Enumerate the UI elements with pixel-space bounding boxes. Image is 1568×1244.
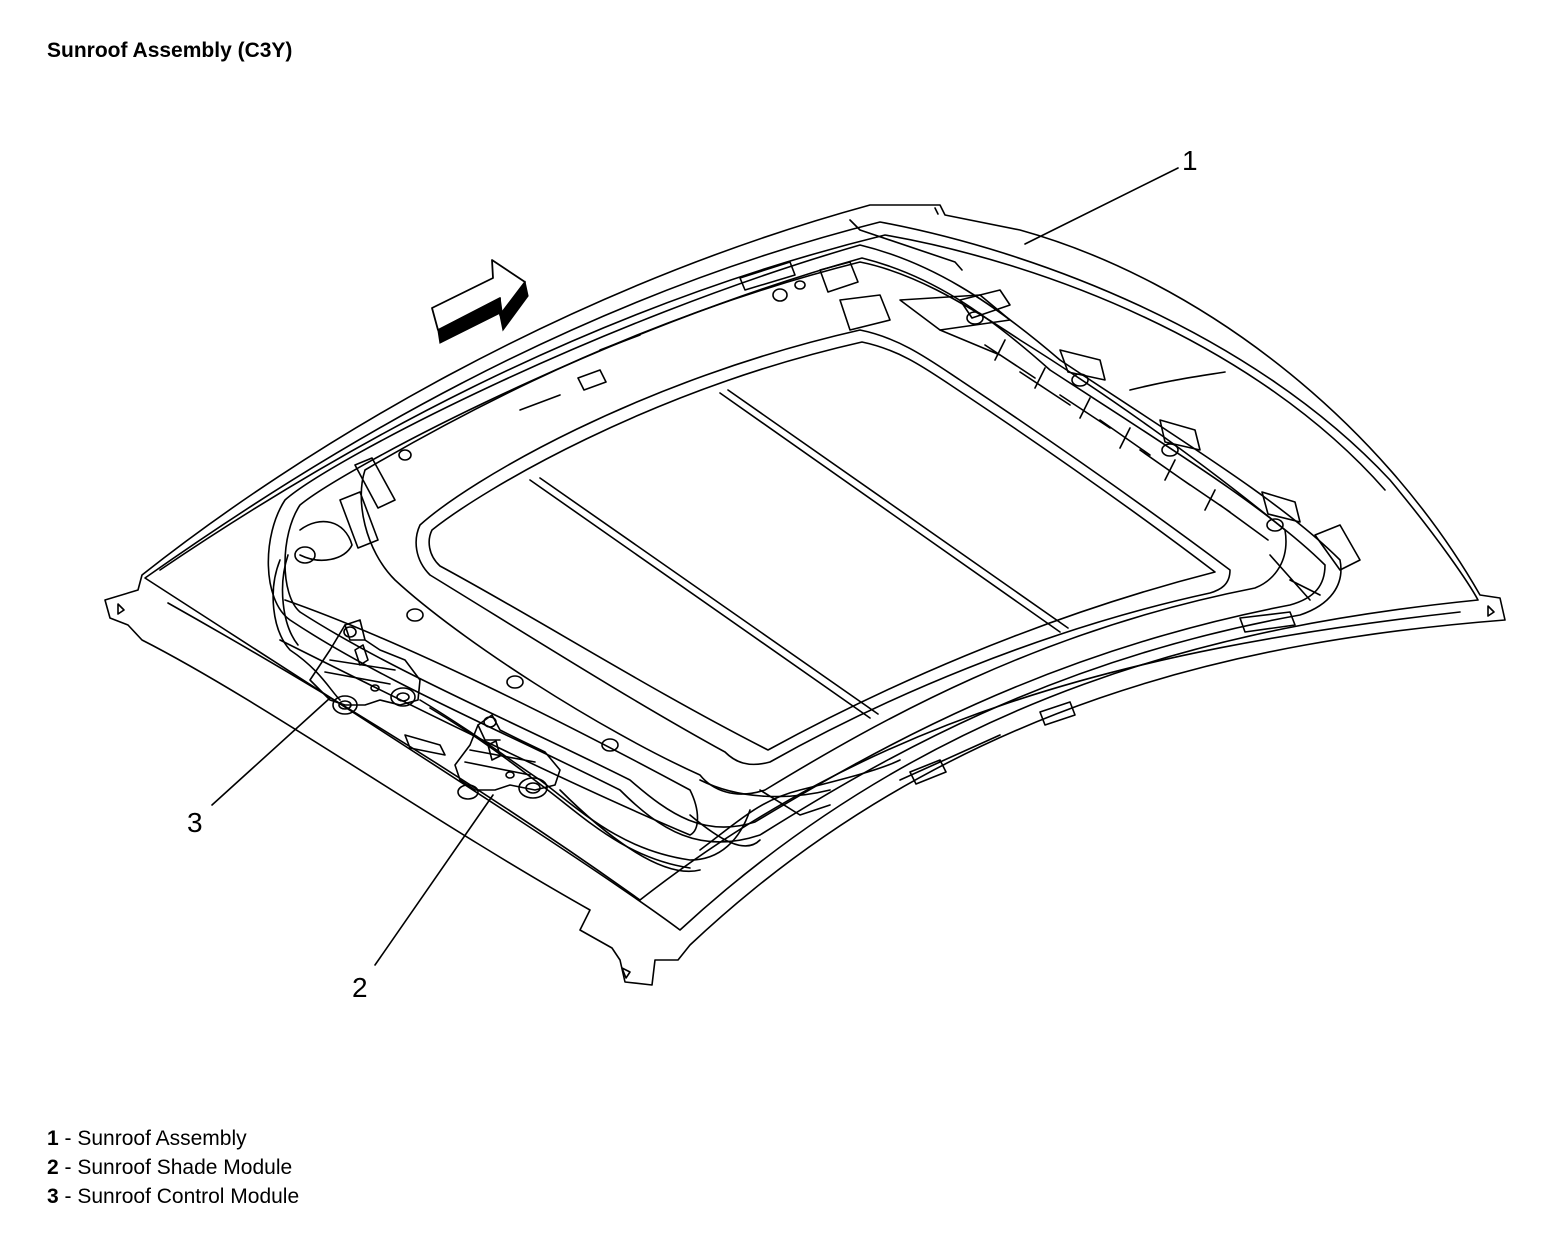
page-title: Sunroof Assembly (C3Y) [47,39,293,62]
frame-front-member [279,599,1076,847]
legend-number: 2 [47,1156,59,1179]
leader-line-2 [374,794,494,966]
sunroof-shade-module [404,714,561,800]
wiring-harness [272,554,901,873]
legend-label: Sunroof Assembly [77,1127,247,1150]
legend-separator: - [58,1156,78,1179]
leader-line-3 [211,697,331,806]
legend-item: 1 - Sunroof Assembly [47,1124,299,1153]
legend-item: 3 - Sunroof Control Module [47,1182,299,1211]
callout-2: 2 [352,972,368,1003]
legend-separator: - [58,1185,78,1208]
legend-number: 1 [47,1127,59,1150]
sunroof-control-module [309,619,421,715]
legend: 1 - Sunroof Assembly 2 - Sunroof Shade M… [47,1124,299,1211]
legend-label: Sunroof Control Module [77,1185,300,1208]
callout-1: 1 [1182,145,1198,176]
sunroof-glass [529,389,1069,719]
legend-separator: - [58,1127,78,1150]
forward-arrow-icon [431,259,529,344]
legend-item: 2 - Sunroof Shade Module [47,1153,299,1182]
legend-number: 3 [47,1185,59,1208]
leader-line-1 [1024,167,1179,245]
callout-3: 3 [187,807,203,838]
roof-headliner-outline [104,204,1506,986]
legend-label: Sunroof Shade Module [77,1156,293,1179]
frame-right-track [899,289,1321,633]
frame-left-rail [294,261,891,564]
sunroof-frame [267,244,1342,843]
